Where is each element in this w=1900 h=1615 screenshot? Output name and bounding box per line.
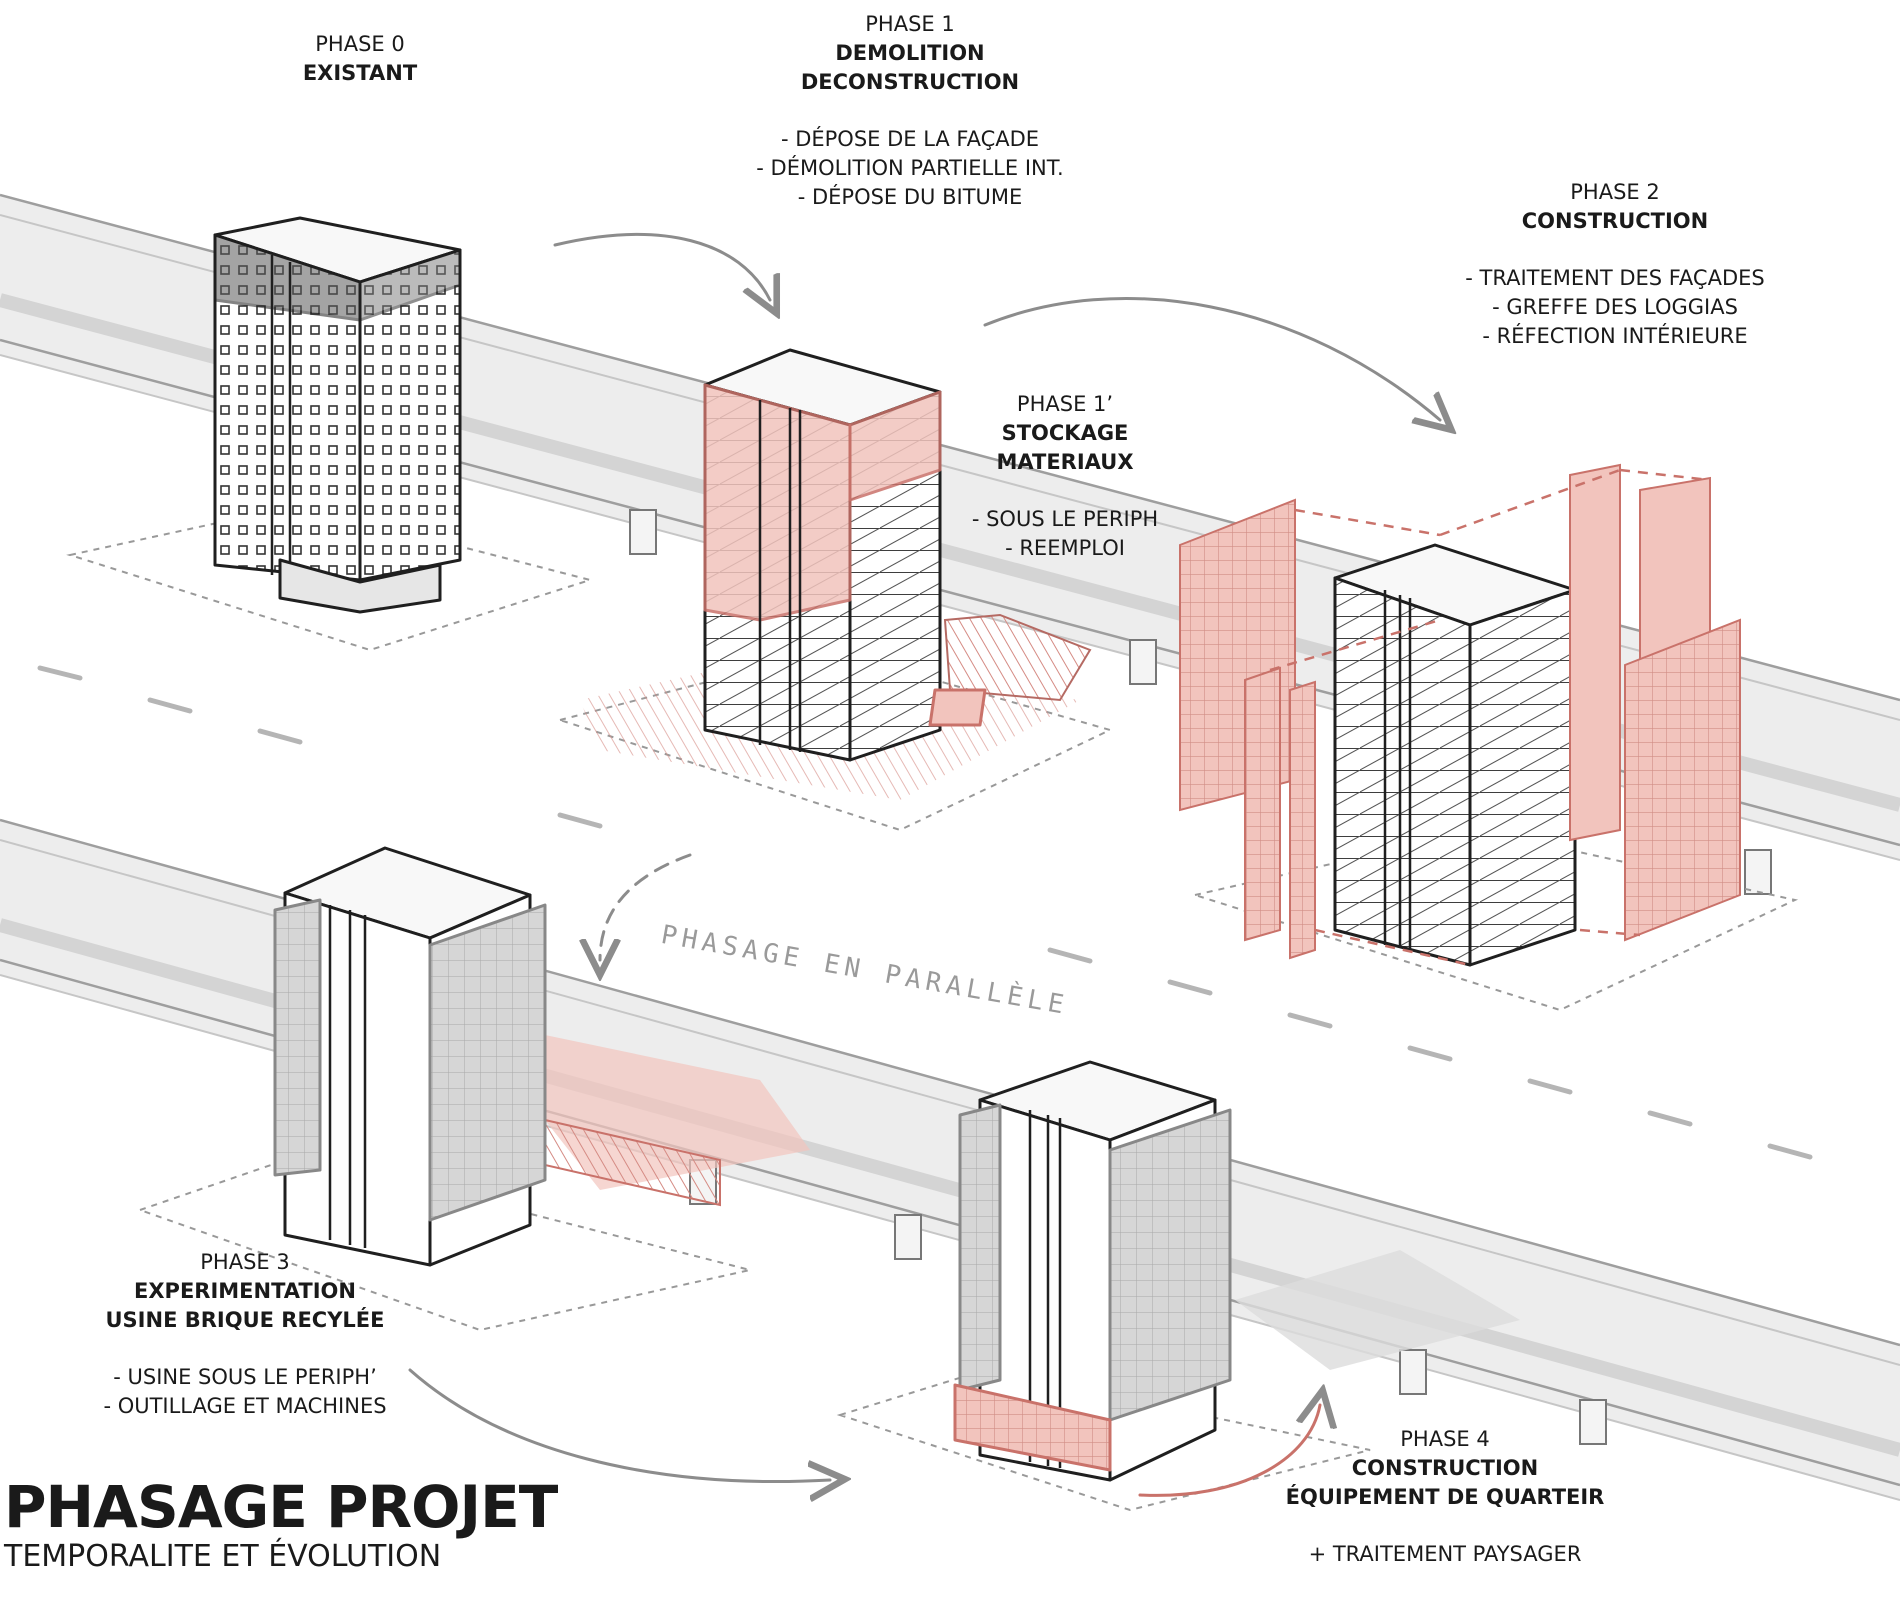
phase3-label: PHASE 3 EXPERIMENTATION USINE BRIQUE REC… [70, 1248, 420, 1421]
phase4-item-1: + TRAITEMENT PAYSAGER [1308, 1542, 1582, 1566]
phase1b-title-1: STOCKAGE [1001, 421, 1129, 445]
phase4-tower [953, 1060, 1232, 1482]
phase3-tower [273, 846, 547, 1267]
page-subtitle: TEMPORALITE ET ÉVOLUTION [4, 1539, 442, 1574]
phase1b-item-2: - REEMPLOI [1005, 536, 1125, 560]
phase1b-item-1: - SOUS LE PERIPH [971, 507, 1159, 531]
phase4-label: PHASE 4 CONSTRUCTION ÉQUIPEMENT DE QUART… [1250, 1425, 1640, 1569]
page-title: PHASAGE PROJET [4, 1473, 558, 1541]
phase3-number: PHASE 3 [200, 1250, 290, 1274]
arrow-parallel [600, 853, 692, 960]
phase1-tower [703, 348, 987, 762]
phase1b-title-2: MATERIAUX [996, 450, 1134, 474]
phase0-label: PHASE 0 EXISTANT [230, 30, 490, 88]
arrow-phase4-loop [1138, 1405, 1320, 1497]
phase0-title: EXISTANT [302, 61, 418, 85]
phase2-brick-panels [1179, 463, 1741, 960]
phase4-number: PHASE 4 [1400, 1427, 1490, 1451]
phase2-number: PHASE 2 [1570, 180, 1660, 204]
phase1-label: PHASE 1 DEMOLITION DECONSTRUCTION - DÉPO… [710, 10, 1110, 212]
phase2-assembly-lines [1269, 468, 1711, 967]
phase2-tower [1333, 543, 1577, 967]
phase4-site-outline [836, 1368, 1371, 1512]
phase1b-number: PHASE 1’ [1016, 392, 1114, 416]
phase3-title-1: EXPERIMENTATION [134, 1279, 356, 1303]
phase2-item-3: - RÉFECTION INTÉRIEURE [1482, 324, 1748, 348]
phase2-label: PHASE 2 CONSTRUCTION - TRAITEMENT DES FA… [1430, 178, 1800, 351]
phase1-title-2: DECONSTRUCTION [800, 70, 1020, 94]
phase0-number: PHASE 0 [315, 32, 405, 56]
phase0-tower [213, 216, 462, 614]
arrow-phase3-to-phase4 [408, 1368, 830, 1482]
phase4-title-1: CONSTRUCTION [1351, 1456, 1539, 1480]
phase2-title: CONSTRUCTION [1521, 209, 1709, 233]
phase1-item-3: - DÉPOSE DU BITUME [797, 185, 1023, 209]
phase3-title-2: USINE BRIQUE RECYLÉE [105, 1308, 385, 1332]
phase3-factory-under-periph [544, 1035, 810, 1207]
phase1b-label: PHASE 1’ STOCKAGE MATERIAUX - SOUS LE PE… [940, 390, 1190, 563]
phase2-item-2: - GREFFE DES LOGGIAS [1492, 295, 1738, 319]
phase1-item-1: - DÉPOSE DE LA FAÇADE [780, 127, 1040, 151]
phase3-item-1: - USINE SOUS LE PERIPH’ [113, 1365, 377, 1389]
phase1-stock-pile [943, 613, 1092, 702]
phase4-landscape-block [1235, 1250, 1520, 1370]
phase4-title-2: ÉQUIPEMENT DE QUARTEIR [1285, 1485, 1605, 1509]
phase3-item-2: - OUTILLAGE ET MACHINES [103, 1394, 387, 1418]
arrow-phase1-to-phase2 [983, 297, 1440, 420]
phase1-number: PHASE 1 [865, 12, 955, 36]
arrow-phase0-to-phase1 [553, 232, 770, 300]
phase2-item-1: - TRAITEMENT DES FAÇADES [1465, 266, 1765, 290]
phase3-site-outline [136, 1153, 751, 1332]
road-dash-markings [37, 665, 1813, 1160]
title-block: PHASAGE PROJET TEMPORALITE ET ÉVOLUTION [4, 1473, 558, 1575]
phase1-item-2: - DÉMOLITION PARTIELLE INT. [756, 156, 1064, 180]
phase1-title-1: DEMOLITION [835, 41, 985, 65]
process-arrows [408, 232, 1440, 1497]
